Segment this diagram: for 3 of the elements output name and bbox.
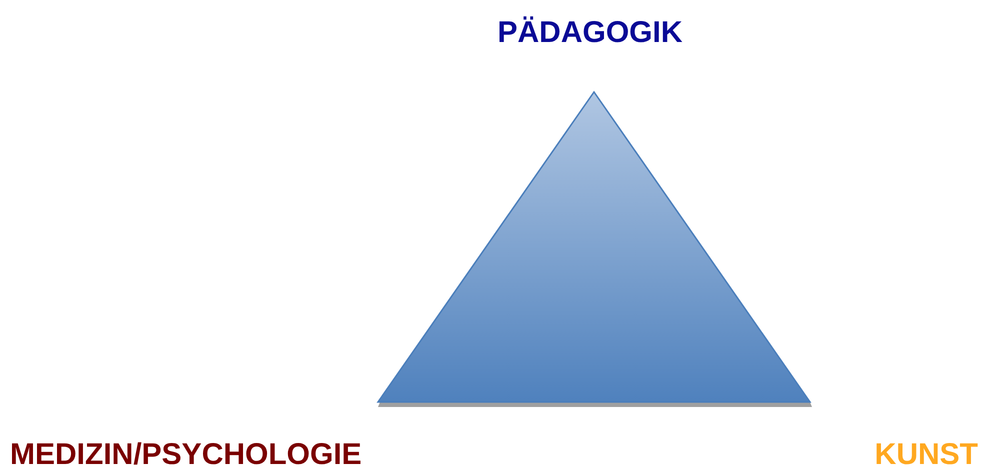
corner-label: KUNST	[874, 437, 978, 472]
corner-label: MEDIZIN/PSYCHOLOGIE	[10, 437, 362, 472]
corner-label: PÄDAGOGIK	[498, 15, 682, 51]
